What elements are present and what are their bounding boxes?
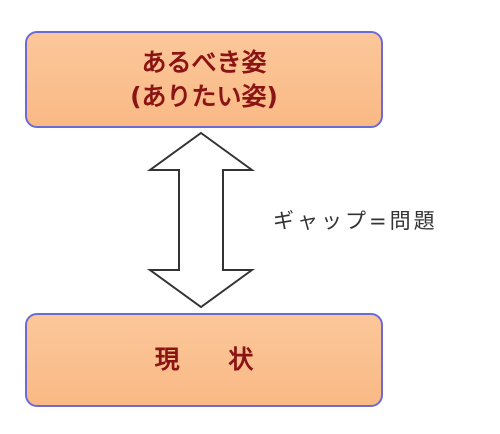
gap-problem-label: ギャップ=問題 xyxy=(273,209,438,233)
current-state-box: 現 状 xyxy=(25,313,383,407)
double-headed-arrow-icon xyxy=(146,131,256,309)
double-arrow-shape xyxy=(146,131,256,309)
ideal-state-box: あるべき姿 (ありたい姿) xyxy=(25,31,383,128)
ideal-state-subtitle: (ありたい姿) xyxy=(130,81,278,111)
current-state-title: 現 状 xyxy=(154,345,274,375)
ideal-state-title: あるべき姿 xyxy=(141,47,267,77)
